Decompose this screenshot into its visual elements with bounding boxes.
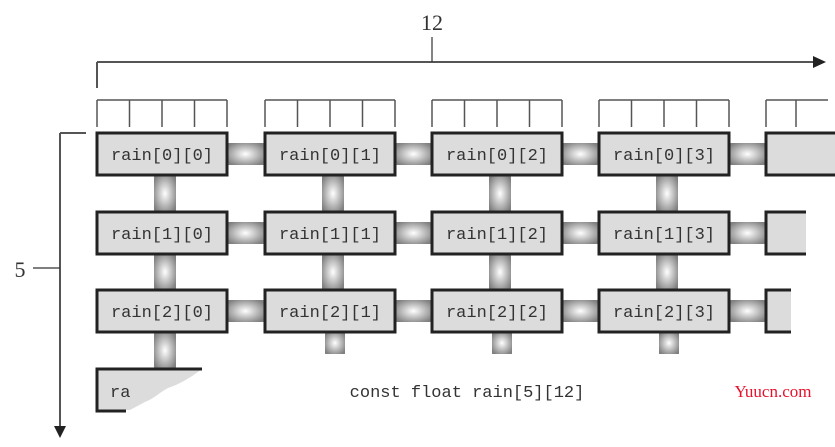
byte-ticks: [765, 99, 828, 127]
byte-ticks: [598, 99, 730, 127]
connector-h: [562, 143, 599, 165]
columns-arrow: [96, 37, 826, 88]
partial-cell: [764, 210, 806, 256]
array-cell: rain[1][1]: [263, 210, 397, 256]
connector-v: [154, 254, 176, 290]
cell-label: rain[2][3]: [613, 304, 715, 323]
cell-label: rain[0][0]: [111, 147, 213, 166]
connector-h: [729, 222, 766, 244]
partial-cell: [764, 131, 835, 177]
array-cell: rain[0][1]: [263, 131, 397, 177]
connector-h: [395, 143, 432, 165]
byte-ticks: [431, 99, 563, 127]
array-cell: rain[1][3]: [597, 210, 731, 256]
cell-label: rain[2][0]: [111, 304, 213, 323]
cell-grid: rain[0][0] rain[0][1] rain[0][2] rain[0][3]…: [95, 99, 835, 369]
byte-ticks: [264, 99, 396, 127]
connector-v: [656, 175, 678, 212]
cell-label: rain[1][0]: [111, 226, 213, 245]
array-cell: rain[1][2]: [430, 210, 564, 256]
cell-label: rain[1][3]: [613, 226, 715, 245]
connector-v: [154, 175, 176, 212]
cell-label: rain[0][2]: [446, 147, 548, 166]
watermark: Yuucn.com: [735, 382, 812, 401]
connector-h: [729, 300, 766, 322]
connector-h: [395, 300, 432, 322]
connector-v: [492, 332, 512, 354]
connector-h: [729, 143, 766, 165]
cell-label: rain[2][1]: [279, 304, 381, 323]
cell-label: rain[0][1]: [279, 147, 381, 166]
connector-h: [395, 222, 432, 244]
connector-v: [489, 175, 511, 212]
array-cell: rain[2][3]: [597, 288, 731, 334]
truncated-cell: ra: [95, 367, 202, 413]
byte-ticks: [96, 99, 228, 127]
truncated-cell-label: ra: [110, 384, 130, 403]
cell-label: rain[0][3]: [613, 147, 715, 166]
connector-h: [227, 143, 264, 165]
cell-label: rain[1][1]: [279, 226, 381, 245]
rows-label: 5: [15, 257, 26, 282]
connector-v: [322, 254, 344, 290]
array-cell: rain[2][2]: [430, 288, 564, 334]
array-cell: rain[2][1]: [263, 288, 397, 334]
cell-label: rain[2][2]: [446, 304, 548, 323]
array-cell: rain[1][0]: [95, 210, 229, 256]
array-cell: rain[0][3]: [597, 131, 731, 177]
connector-v: [656, 254, 678, 290]
array-cell: rain[0][2]: [430, 131, 564, 177]
cell-label: rain[1][2]: [446, 226, 548, 245]
connector-v: [659, 332, 679, 354]
connector-v: [325, 332, 345, 354]
connector-h: [562, 300, 599, 322]
partial-cell: [764, 288, 791, 334]
rows-arrow: [33, 132, 86, 438]
connector-h: [562, 222, 599, 244]
connector-v: [322, 175, 344, 212]
connector-v: [154, 332, 176, 369]
connector-h: [227, 222, 264, 244]
connector-v: [489, 254, 511, 290]
declaration-label: const float rain[5][12]: [350, 384, 585, 403]
connector-h: [227, 300, 264, 322]
columns-label: 12: [421, 10, 443, 35]
array-cell: rain[2][0]: [95, 288, 229, 334]
array-cell: rain[0][0]: [95, 131, 229, 177]
